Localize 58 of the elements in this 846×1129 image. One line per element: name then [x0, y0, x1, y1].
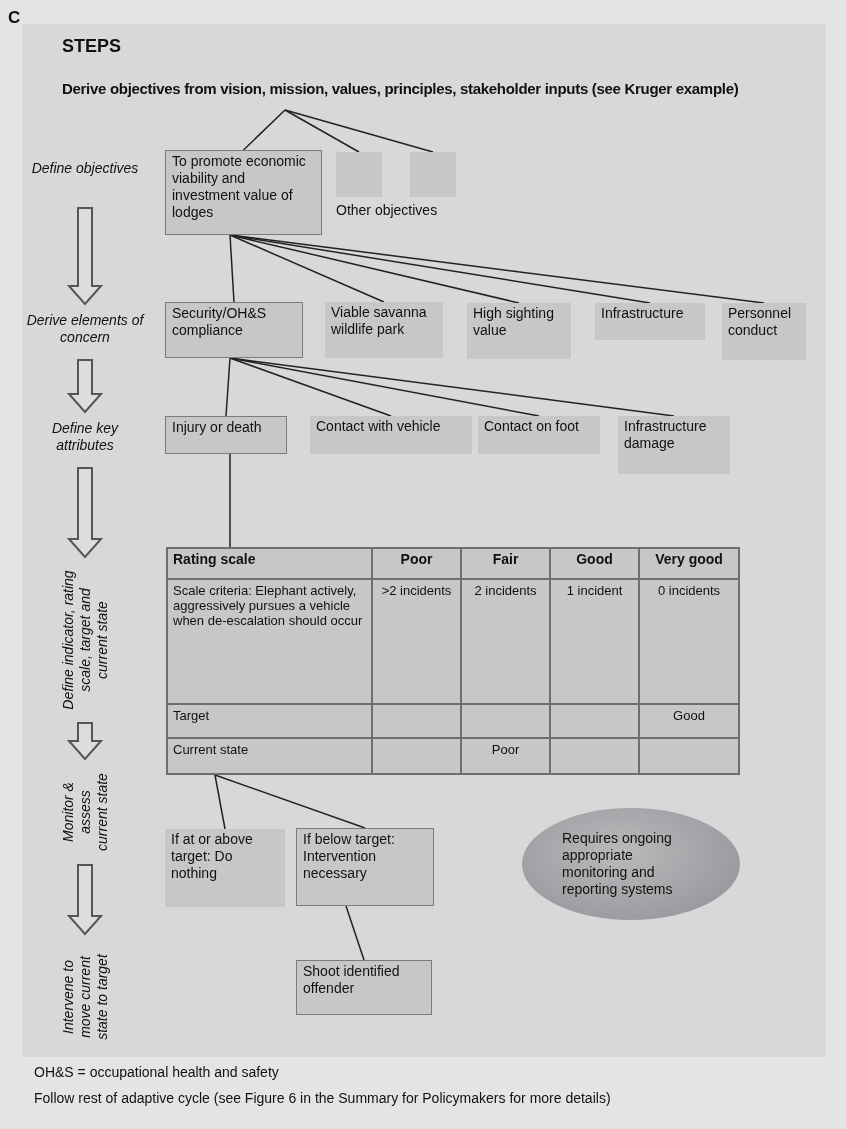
connector-line	[284, 109, 434, 153]
connector-line	[229, 453, 231, 548]
connector-line	[345, 905, 365, 961]
element-box: If at or above target: Do nothing	[165, 829, 285, 907]
connector-line	[214, 774, 366, 829]
block-arrow	[66, 359, 104, 414]
table-cell: 2 incidents	[461, 579, 550, 704]
element-box: Contact with vehicle	[310, 416, 472, 454]
source-text: Derive objectives from vision, mission, values, principles, stakeholder inputs (see Kruger example)	[62, 80, 792, 110]
table-cell: Poor	[461, 738, 550, 774]
element-box: Personnel conduct	[722, 303, 806, 360]
blank-box	[410, 152, 456, 197]
table-cell: Current state	[167, 738, 372, 774]
block-arrow	[66, 864, 104, 936]
connector-line	[229, 234, 385, 303]
column-header: Very good	[639, 548, 739, 579]
connector-line	[225, 357, 231, 417]
connector-line	[284, 109, 360, 153]
connector-line	[229, 234, 235, 303]
blank-box	[336, 152, 382, 197]
caption-text: Other objectives	[336, 202, 438, 218]
element-box: High sighting value	[467, 303, 571, 359]
process-box: Security/OH&S compliance	[165, 302, 303, 358]
title: STEPS	[62, 36, 122, 57]
step-label: Define indicator, rating scale, target and current state	[57, 565, 113, 715]
panel-letter: C	[8, 8, 21, 28]
footnote: Follow rest of adaptive cycle (see Figure 6 in the Summary for Policymakers for more details)	[34, 1090, 611, 1106]
element-box: Viable savanna wildlife park	[325, 302, 443, 358]
table-cell: Scale criteria: Elephant actively, aggressively pursues a vehicle when de-escalation should occur	[167, 579, 372, 704]
table-cell: 1 incident	[550, 579, 639, 704]
column-header: Good	[550, 548, 639, 579]
step-label: Intervene to move current state to target	[57, 942, 113, 1052]
connector-line	[242, 109, 286, 151]
column-header: Poor	[372, 548, 461, 579]
process-box: Shoot identified offender	[296, 960, 432, 1015]
element-box: Contact on foot	[478, 416, 600, 454]
table-cell: Target	[167, 704, 372, 738]
rating-table	[166, 547, 740, 775]
table-cell: 0 incidents	[639, 579, 739, 704]
step-label: Derive elements of concern	[25, 312, 145, 352]
footnote: OH&S = occupational health and safety	[34, 1064, 279, 1080]
element-box: Infrastructure	[595, 303, 705, 340]
step-label: Define key attributes	[30, 420, 140, 460]
step-label: Define objectives	[30, 160, 140, 200]
connector-line	[214, 774, 226, 830]
process-box: To promote economic viability and investment value of lodges	[165, 150, 322, 235]
step-label: Monitor & assess current state	[57, 767, 113, 857]
process-box: Injury or death	[165, 416, 287, 454]
block-arrow	[66, 207, 104, 306]
element-box: Infrastructure damage	[618, 416, 730, 474]
column-header: Rating scale	[167, 548, 372, 579]
table-cell: Good	[639, 704, 739, 738]
column-header: Fair	[461, 548, 550, 579]
table-cell: >2 incidents	[372, 579, 461, 704]
block-arrow	[66, 722, 104, 761]
process-box: If below target: Intervention necessary	[296, 828, 434, 906]
connector-line	[229, 357, 392, 417]
block-arrow	[66, 467, 104, 559]
